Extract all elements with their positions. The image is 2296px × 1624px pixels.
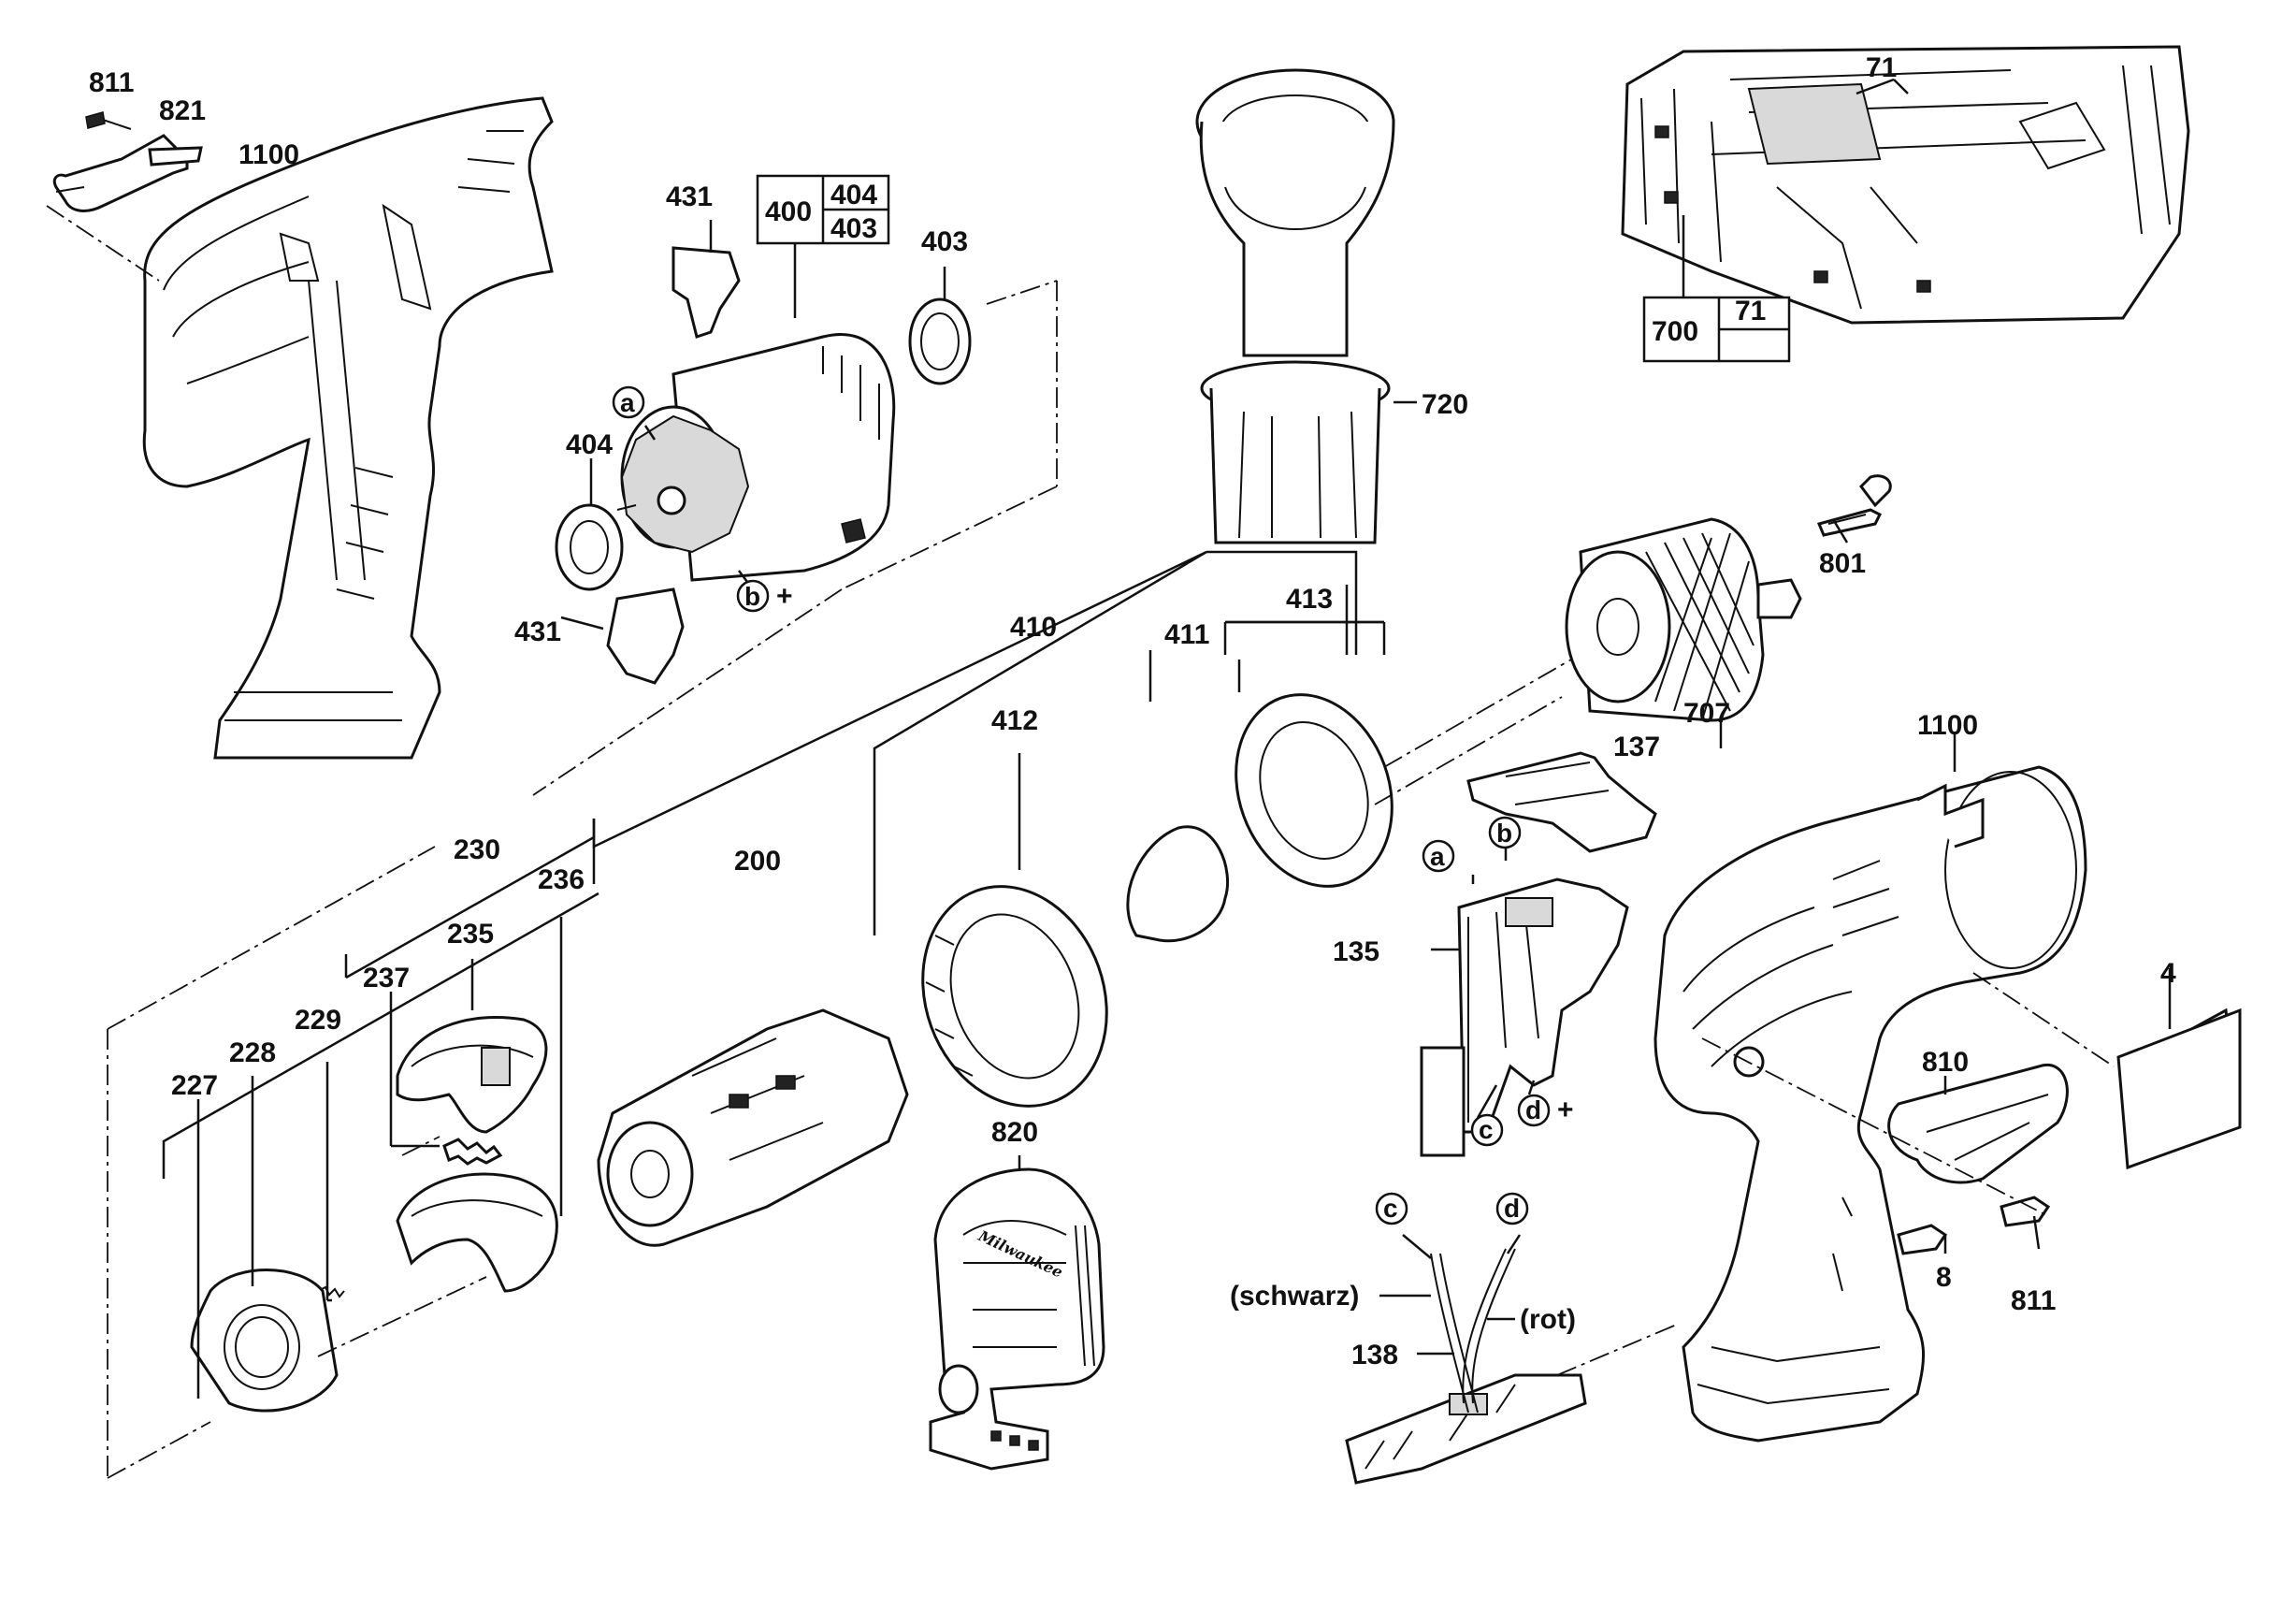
connection-markers: a b + a b c d + c d [612, 385, 1574, 1225]
part-403-box: 403 [830, 213, 877, 244]
part-413: 413 [1286, 584, 1333, 615]
part-8: 8 [1936, 1262, 1952, 1293]
part-720: 720 [1422, 389, 1468, 420]
marker-a1: a [620, 388, 635, 417]
part-230: 230 [454, 834, 500, 865]
part-227: 227 [171, 1070, 218, 1101]
motor-label-box [756, 174, 890, 245]
part-811b: 811 [2011, 1285, 2056, 1316]
sign-plus1: + [776, 581, 793, 612]
part-138: 138 [1351, 1340, 1398, 1370]
marker-c1: c [1479, 1115, 1494, 1144]
part-431b: 431 [514, 616, 561, 647]
marker-d1: d [1525, 1095, 1541, 1124]
wiring-drawing [1345, 1248, 1587, 1485]
part-1100a: 1100 [238, 139, 299, 170]
motor-drawing [555, 246, 972, 685]
part-801: 801 [1819, 548, 1866, 579]
marker-c2: c [1383, 1194, 1398, 1223]
part-404-box: 404 [830, 180, 877, 210]
part-4: 4 [2160, 958, 2176, 989]
marker-a2: a [1430, 842, 1445, 871]
part-410: 410 [1010, 612, 1057, 643]
part-404: 404 [566, 429, 613, 460]
part-400: 400 [765, 196, 812, 227]
part-135: 135 [1333, 936, 1379, 967]
part-237: 237 [363, 963, 410, 993]
carry-case-drawing [1621, 45, 2190, 325]
wire-red-label: (rot) [1520, 1304, 1576, 1335]
part-411: 411 [1164, 619, 1209, 650]
side-handle-drawing [1195, 68, 1395, 544]
part-707: 707 [1683, 698, 1730, 729]
marker-b1: b [744, 582, 760, 611]
part-700: 700 [1652, 316, 1698, 347]
marker-d2: d [1504, 1194, 1520, 1223]
label-sheet-drawing [2116, 1008, 2242, 1170]
part-811a: 811 [89, 67, 134, 98]
part-821: 821 [159, 95, 206, 126]
wire-black-label: (schwarz) [1230, 1281, 1359, 1312]
attachment-drawing [929, 1167, 1105, 1471]
part-1100b: 1100 [1917, 710, 1978, 741]
part-229: 229 [295, 1005, 341, 1036]
part-810: 810 [1922, 1047, 1969, 1078]
part-235: 235 [447, 919, 494, 950]
part-236: 236 [538, 864, 585, 895]
part-200: 200 [734, 846, 781, 877]
marker-b2: b [1496, 819, 1512, 848]
case-label-box [1642, 296, 1791, 363]
switch-drawing [1420, 751, 1657, 1157]
part-228: 228 [229, 1037, 276, 1068]
housing-half-drawing [52, 96, 554, 760]
part-403: 403 [921, 226, 968, 257]
clutch-parts-drawing [190, 1016, 558, 1413]
chuck-drawing [1565, 474, 1892, 722]
part-71-box: 71 [1735, 296, 1766, 326]
part-412: 412 [991, 705, 1038, 736]
part-labels: 811 821 1100 431 400 404 403 403 404 431… [89, 52, 2176, 1370]
part-137: 137 [1613, 732, 1660, 762]
sign-plus2: + [1557, 1095, 1574, 1125]
part-820: 820 [991, 1117, 1038, 1148]
part-431a: 431 [666, 181, 713, 212]
part-71: 71 [1866, 52, 1897, 83]
gearbox-drawing [597, 693, 1393, 1247]
